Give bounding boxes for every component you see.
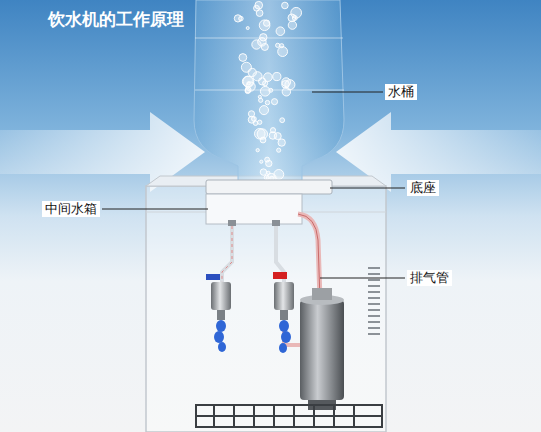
air-bubble	[282, 78, 291, 87]
air-bubble	[260, 86, 270, 96]
air-bubble	[270, 128, 275, 133]
air-bubble	[259, 20, 270, 31]
air-bubble	[292, 16, 297, 21]
air-bubble	[273, 72, 281, 80]
air-bubble	[266, 160, 272, 166]
part-label: 排气管	[407, 270, 452, 286]
air-bubble	[246, 27, 249, 30]
air-bubble	[265, 100, 269, 104]
air-bubble	[258, 95, 261, 98]
air-bubble	[259, 106, 268, 115]
air-bubble	[252, 40, 261, 49]
air-bubble	[264, 73, 273, 82]
air-bubble	[276, 27, 285, 36]
air-bubble	[245, 87, 251, 93]
air-bubble	[257, 129, 267, 139]
air-bubble	[255, 1, 263, 9]
air-bubble	[278, 139, 285, 146]
diagram-title: 饮水机的工作原理	[48, 8, 184, 31]
air-bubble	[260, 160, 263, 163]
air-bubble	[274, 133, 281, 140]
air-bubble	[248, 111, 254, 117]
air-bubble	[239, 16, 243, 20]
air-bubble	[248, 68, 256, 76]
air-bubble	[282, 2, 289, 9]
part-label: 中间水箱	[42, 201, 100, 217]
air-bubble	[267, 171, 270, 174]
air-bubble	[263, 20, 269, 26]
air-bubble	[253, 121, 258, 126]
part-label: 底座	[407, 180, 439, 196]
air-bubble	[277, 148, 281, 152]
air-bubble	[256, 10, 263, 17]
air-bubble	[280, 118, 285, 123]
air-bubble	[242, 76, 253, 87]
air-bubble	[278, 47, 288, 57]
air-bubble	[256, 149, 259, 152]
air-bubble	[271, 99, 277, 105]
air-bubble	[288, 21, 296, 29]
air-bubble	[239, 54, 247, 62]
part-label: 水桶	[385, 84, 417, 100]
air-bubble	[260, 169, 267, 176]
